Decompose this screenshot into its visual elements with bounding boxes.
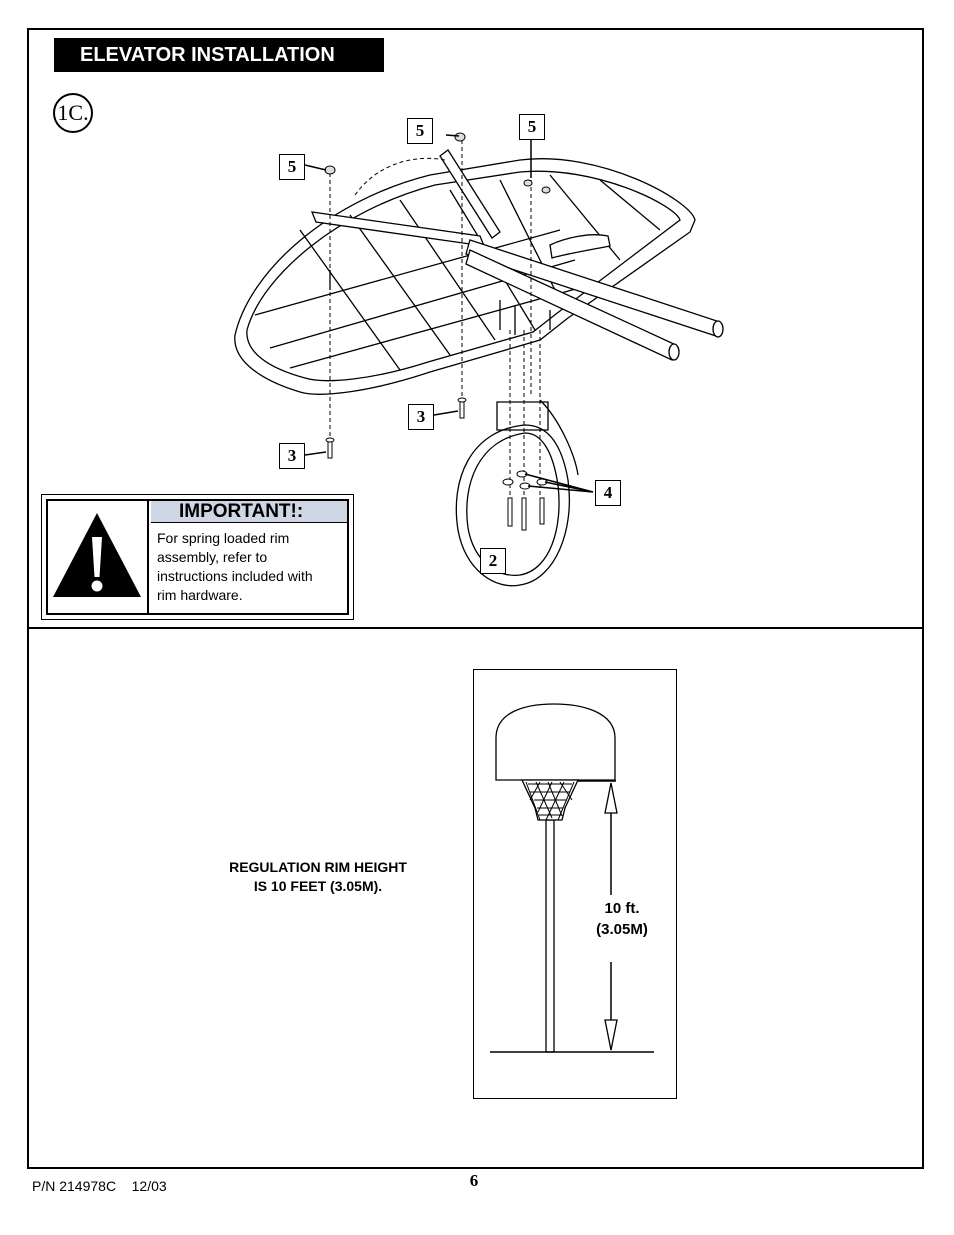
important-line: rim hardware. [157, 587, 243, 603]
part-number: P/N 214978C [32, 1178, 117, 1194]
hoop-height-line-2: (3.05M) [596, 921, 648, 938]
warning-icon-cell [48, 501, 149, 613]
page-number: 6 [469, 1171, 479, 1190]
backboard-assembly-illustration [234, 132, 724, 587]
footer-part-number: P/N 214978C 12/03 [32, 1178, 167, 1194]
callout-bolt-3-b: 3 [279, 443, 305, 469]
important-text: For spring loaded rim assembly, refer to… [157, 529, 342, 605]
regulation-line-1: REGULATION RIM HEIGHT [229, 859, 407, 875]
hoop-height-line-1: 10 ft. [604, 900, 640, 917]
important-line: assembly, refer to [157, 549, 268, 565]
callout-nut-5-a: 5 [407, 118, 433, 144]
callout-bolt-3-a: 3 [408, 404, 434, 430]
callout-nut-5-b: 5 [519, 114, 545, 140]
important-line: For spring loaded rim [157, 530, 290, 546]
regulation-line-2: IS 10 FEET (3.05M). [253, 878, 383, 894]
important-notice [46, 499, 349, 615]
important-heading: IMPORTANT!: [151, 501, 347, 523]
section-divider [27, 627, 924, 629]
regulation-rim-height-note: REGULATION RIM HEIGHT IS 10 FEET (3.05M)… [198, 858, 438, 896]
important-line: instructions included with [157, 568, 313, 584]
section-title: ELEVATOR INSTALLATION [54, 38, 384, 72]
hoop-height-diagram-frame [473, 669, 677, 1099]
callout-rim-2: 2 [480, 548, 506, 574]
warning-triangle-icon [53, 513, 141, 597]
page-frame [27, 28, 924, 1169]
callout-washer-4: 4 [595, 480, 621, 506]
revision-date: 12/03 [131, 1178, 167, 1194]
important-notice-border [41, 494, 354, 620]
callout-nut-5-c: 5 [279, 154, 305, 180]
hoop-height-label: 10 ft. (3.05M) [586, 898, 658, 940]
step-number: 1C. [53, 93, 93, 133]
